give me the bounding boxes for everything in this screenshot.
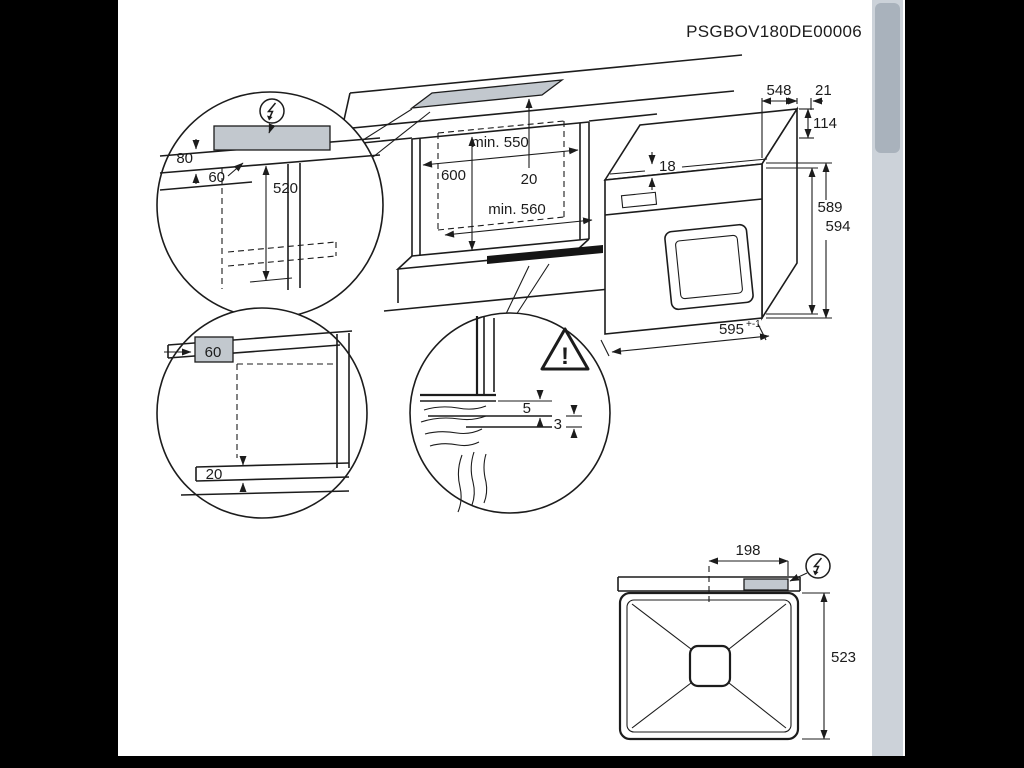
wood-grain-texture (420, 405, 488, 513)
dim-label-594: 594 (825, 218, 850, 235)
dim-label-198: 198 (735, 542, 760, 559)
warning-triangle-icon (540, 327, 590, 371)
countertop (341, 54, 743, 146)
dim-label-80: 80 (176, 150, 193, 167)
dim-label-60-power: 60 (208, 169, 225, 186)
dim-label-18: 18 (659, 158, 676, 175)
detail-side-clearance: 60 20 (156, 307, 368, 519)
dim-label-520: 520 (273, 180, 298, 197)
dim-line-min560 (444, 217, 593, 238)
scrollbar-thumb[interactable] (875, 3, 900, 153)
dim-label-595: 595 (719, 321, 744, 338)
vent-gap-bar (487, 245, 603, 264)
dim-label-3: 3 (554, 416, 562, 433)
dim-label-min550: min. 550 (471, 134, 529, 151)
worktop-cutout (409, 79, 565, 109)
dim-line-min550 (422, 147, 579, 168)
power-connector-box (743, 578, 789, 591)
detail-circle-corner (156, 307, 368, 519)
electrical-connection-icon (259, 98, 285, 124)
oven-top-outline (618, 591, 800, 741)
document-canvas: PSGBOV180DE00006 (118, 0, 905, 756)
detail-rear-gap: 5 3 ! (409, 312, 611, 514)
top-view: 198 523 (617, 542, 856, 741)
oven-isometric: 18 548 21 114 589 (600, 82, 851, 357)
niche-cabinet: min. 550 600 20 min. 560 (383, 98, 621, 312)
dim-label-60-side: 60 (205, 344, 222, 361)
dim-label-21: 21 (815, 82, 832, 99)
dim-label-114: 114 (813, 115, 837, 132)
dim-label-min560: min. 560 (488, 201, 546, 218)
detail-circle-gap (409, 312, 611, 514)
dim-label-595-tolerance: +-1 (746, 319, 761, 330)
dim-label-548: 548 (766, 82, 791, 99)
dim-label-589: 589 (817, 199, 842, 216)
oven-top-center-plate (688, 644, 732, 688)
callout-leader-power (362, 108, 431, 158)
document-code: PSGBOV180DE00006 (686, 22, 862, 41)
detail-power-connection: 80 60 520 (156, 91, 384, 319)
oven-display (620, 191, 658, 209)
connection-box (213, 125, 331, 151)
dim-label-523: 523 (831, 649, 856, 666)
dim-label-20-plinth: 20 (206, 466, 223, 483)
exclamation-mark: ! (561, 343, 569, 370)
oven-front-face (604, 163, 763, 335)
electrical-connection-icon (805, 553, 831, 579)
scrollbar-track[interactable] (872, 0, 903, 756)
oven-control-panel-line (604, 198, 763, 216)
dim-label-600: 600 (441, 167, 466, 184)
callout-leader-vent (504, 263, 550, 317)
dim-label-5: 5 (523, 400, 531, 417)
oven-door (664, 223, 754, 311)
dim-label-20: 20 (521, 171, 538, 188)
oven-door-window (675, 234, 743, 300)
side-clearance-zone (194, 336, 234, 363)
installation-diagram: PSGBOV180DE00006 (156, 22, 862, 741)
